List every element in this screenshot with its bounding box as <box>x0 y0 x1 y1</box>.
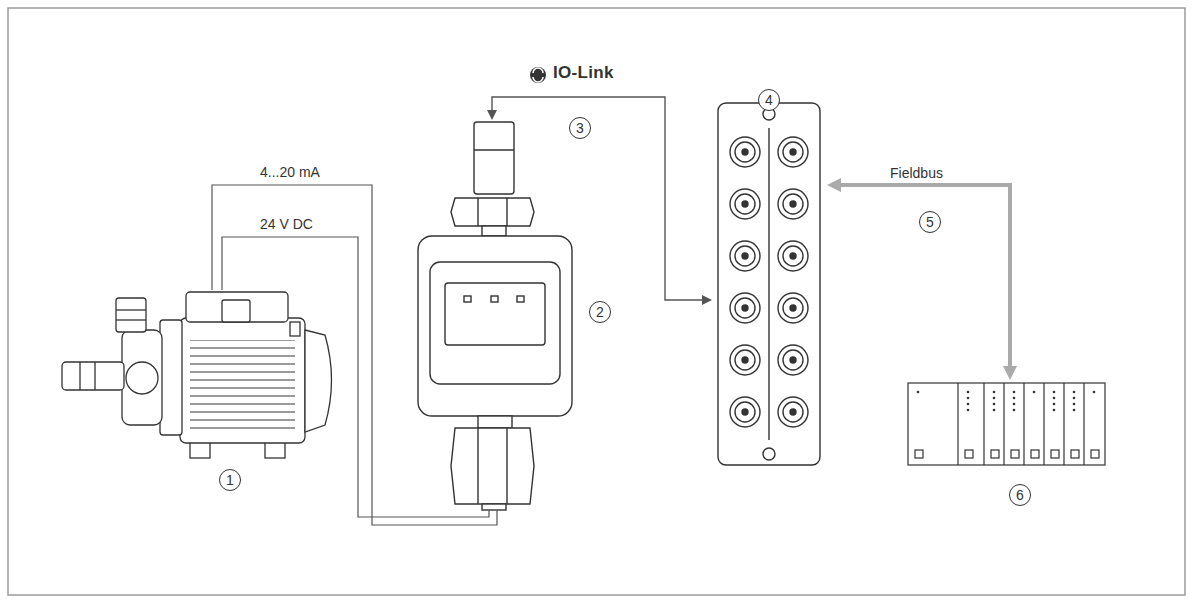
m12-socket <box>783 298 803 318</box>
device-node: 6 <box>905 380 1107 510</box>
module-terminal <box>1031 450 1039 458</box>
callout-number: 6 <box>1009 484 1031 506</box>
m12-socket <box>783 246 803 266</box>
m12-socket <box>790 357 796 363</box>
connector <box>827 178 1017 380</box>
status-led <box>967 397 970 400</box>
module-terminal <box>915 450 923 458</box>
connector-label: 24 V DC <box>258 216 315 232</box>
m12-socket <box>735 402 755 422</box>
status-led <box>993 397 996 400</box>
status-led <box>1033 391 1036 394</box>
connector-label: 4...20 mA <box>258 164 322 180</box>
m12-socket <box>730 137 760 167</box>
m12-socket <box>735 246 755 266</box>
io-link-master-illustration <box>718 103 820 465</box>
m12-socket <box>730 293 760 323</box>
status-led <box>1053 403 1056 406</box>
m12-socket <box>742 357 748 363</box>
status-led <box>1073 409 1076 412</box>
m12-socket <box>730 189 760 219</box>
sensor-illustration <box>418 122 572 510</box>
module-terminal <box>991 450 999 458</box>
status-led <box>1073 397 1076 400</box>
io-link-logo <box>530 67 546 83</box>
m12-socket <box>790 409 796 415</box>
callout-number: 1 <box>219 469 241 491</box>
m12-socket <box>778 345 808 375</box>
status-led <box>1053 409 1056 412</box>
module-divider <box>957 383 958 465</box>
outer-frame <box>8 8 1185 595</box>
status-led <box>993 403 996 406</box>
status-led <box>1013 397 1016 400</box>
status-led <box>993 391 996 394</box>
callout-number: 5 <box>919 211 941 233</box>
module-divider <box>1043 383 1044 465</box>
module-divider <box>1023 383 1024 465</box>
m12-socket <box>735 350 755 370</box>
device-node: 4 <box>712 88 827 468</box>
module-divider <box>1003 383 1004 465</box>
m12-socket <box>778 241 808 271</box>
device-node: 1 <box>50 290 340 500</box>
m12-socket <box>790 149 796 155</box>
callout-number: 4 <box>758 89 780 111</box>
connector-label: IO-Link <box>551 63 616 83</box>
m12-socket <box>778 189 808 219</box>
module-terminal <box>1071 450 1079 458</box>
m12-socket <box>742 409 748 415</box>
status-led <box>1053 397 1056 400</box>
status-led <box>1073 403 1076 406</box>
m12-socket <box>778 397 808 427</box>
m12-socket <box>783 350 803 370</box>
m12-socket <box>730 345 760 375</box>
status-led <box>967 409 970 412</box>
status-led <box>1013 403 1016 406</box>
m12-socket <box>742 253 748 259</box>
m12-socket <box>783 402 803 422</box>
m12-socket <box>790 201 796 207</box>
device-node: 2 <box>410 120 620 510</box>
callout-number: 2 <box>589 301 611 323</box>
module-divider <box>1063 383 1064 465</box>
m12-socket <box>742 305 748 311</box>
connector <box>212 185 497 525</box>
m12-socket <box>783 142 803 162</box>
status-led <box>967 403 970 406</box>
module-divider <box>983 383 984 465</box>
m12-socket <box>783 194 803 214</box>
m12-socket <box>742 201 748 207</box>
connector <box>222 237 489 517</box>
m12-socket <box>790 305 796 311</box>
connector <box>487 97 712 305</box>
status-led <box>1073 391 1076 394</box>
m12-socket <box>778 137 808 167</box>
m12-socket <box>742 149 748 155</box>
status-led <box>993 409 996 412</box>
m12-socket <box>735 298 755 318</box>
module-terminal <box>965 450 973 458</box>
callout-number: 3 <box>569 117 591 139</box>
m12-socket <box>735 142 755 162</box>
module-terminal <box>1011 450 1019 458</box>
status-led <box>1053 391 1056 394</box>
status-led <box>1013 409 1016 412</box>
m12-socket <box>778 293 808 323</box>
module-divider <box>1083 383 1084 465</box>
m12-socket <box>730 397 760 427</box>
m12-socket <box>730 241 760 271</box>
status-led <box>967 391 970 394</box>
status-led <box>917 391 920 394</box>
m12-socket <box>790 253 796 259</box>
status-led <box>1013 391 1016 394</box>
m12-socket <box>735 194 755 214</box>
connector-label: Fieldbus <box>888 165 945 181</box>
module-terminal <box>1091 450 1099 458</box>
pump-illustration <box>62 292 332 458</box>
plc-illustration <box>908 383 1105 465</box>
module-terminal <box>1051 450 1059 458</box>
status-led <box>1093 391 1096 394</box>
